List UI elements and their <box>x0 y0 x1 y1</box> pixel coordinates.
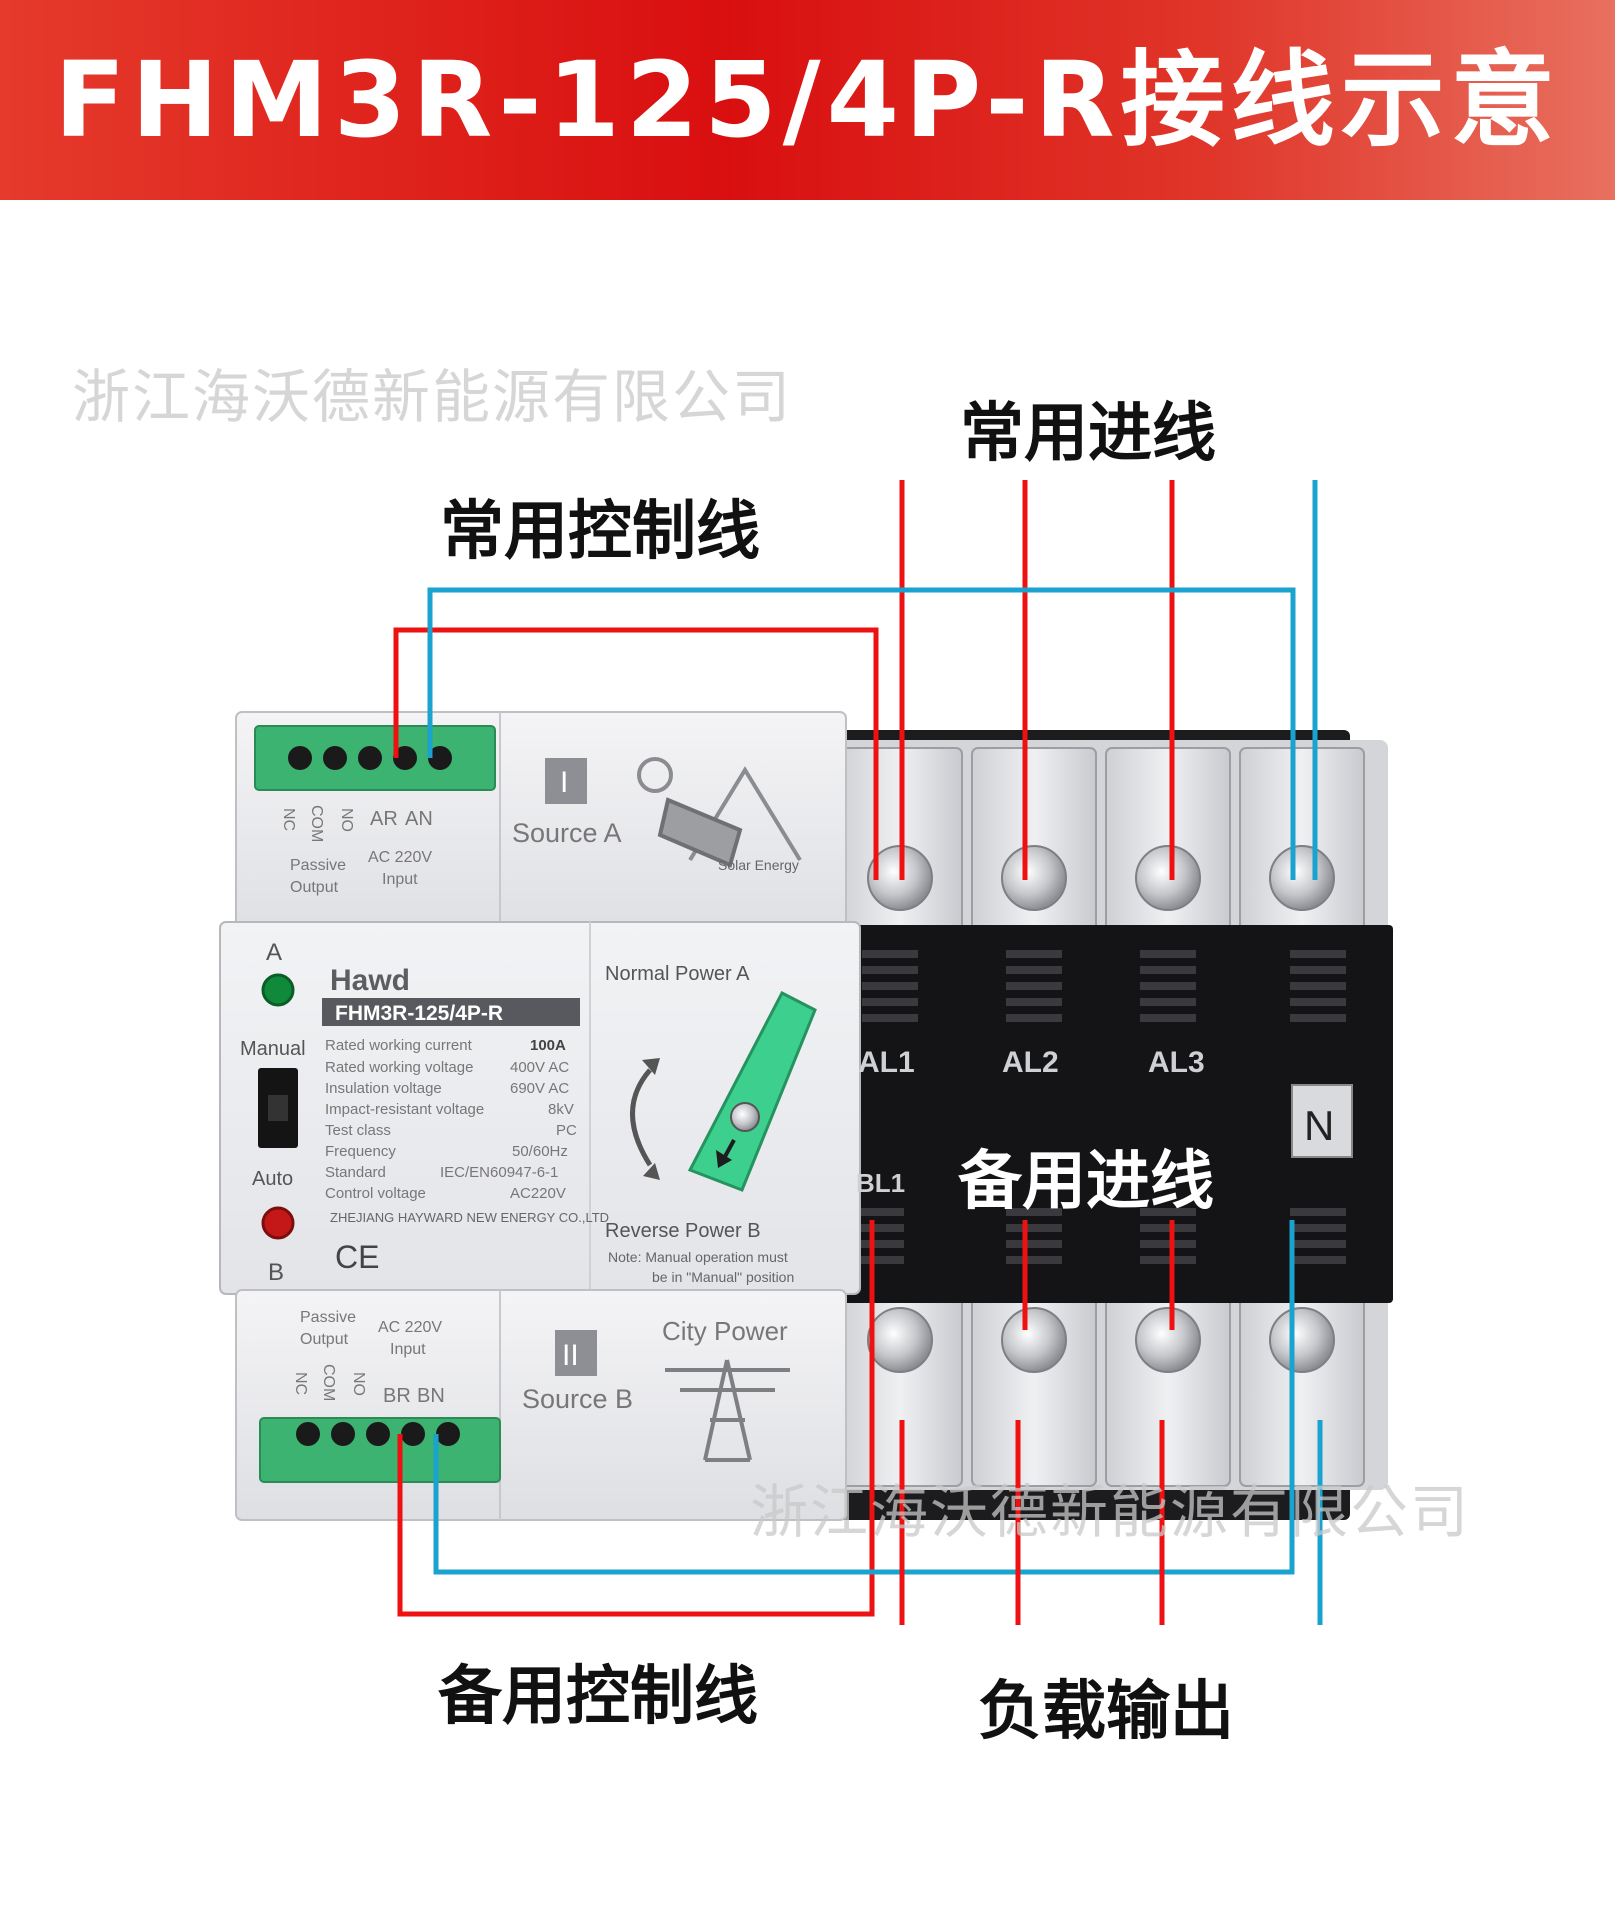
reverse-power-label: Reverse Power B <box>605 1220 761 1242</box>
indicator-a-led <box>261 973 295 1007</box>
spec-value: 100A <box>530 1037 566 1054</box>
spec-key: Impact-resistant voltage <box>325 1101 484 1118</box>
wire-control-br <box>397 1220 875 1617</box>
spec-key: Rated working voltage <box>325 1059 473 1076</box>
solar-house-icon <box>637 757 802 868</box>
bottom-bn-label: BN <box>417 1385 445 1407</box>
brand-logo: Hawd <box>330 964 410 997</box>
city-power-label: City Power <box>662 1316 788 1346</box>
watermark-bottom: 浙江海沃德新能源有限公司 <box>750 1478 1471 1546</box>
indicator-b-label: B <box>268 1259 284 1286</box>
solar-energy-label: Solar Energy <box>718 857 799 873</box>
terminal-bl1-label: BL1 <box>856 1168 905 1198</box>
switch-handle[interactable] <box>687 990 817 1192</box>
roman-one-badge <box>545 758 587 804</box>
wire-control-ar <box>393 627 879 880</box>
indicator-b-led <box>261 1206 295 1240</box>
roman-two-badge <box>555 1330 597 1376</box>
terminal-al3-label: AL3 <box>1148 1046 1205 1079</box>
spec-value: 690V AC <box>510 1080 569 1097</box>
wire-control-an <box>427 587 1296 880</box>
bottom-no-label: NO <box>350 1372 367 1396</box>
bottom-ac-label: AC 220V <box>378 1319 442 1336</box>
top-nc-label: NC <box>280 808 297 831</box>
spec-key: Rated working current <box>325 1037 473 1054</box>
power-tower-icon <box>665 1359 790 1462</box>
neutral-badge <box>1291 1084 1353 1158</box>
model-plate <box>322 998 580 1026</box>
vent-slots <box>848 950 1346 1264</box>
bottom-br-label: BR <box>383 1385 411 1407</box>
bottom-passive-label: Passive <box>300 1309 356 1326</box>
source-a-label: Source A <box>512 818 622 848</box>
bottom-input-label: Input <box>390 1341 426 1358</box>
watermark-top: 浙江海沃德新能源有限公司 <box>72 363 793 431</box>
top-roman-label: I <box>560 766 568 799</box>
model-label: FHM3R-125/4P-R <box>335 1002 503 1025</box>
header-banner <box>0 0 1615 200</box>
bottom-terminal-screws <box>296 1422 460 1446</box>
page-title: FHM3R-125/4P-R接线示意图 <box>54 39 1561 361</box>
lower-terminal-covers <box>828 1290 1388 1490</box>
manual-label: Manual <box>240 1038 306 1060</box>
top-no-label: NO <box>338 808 355 832</box>
top-ar-label: AR <box>370 808 398 830</box>
spec-value: AC220V <box>510 1185 566 1202</box>
bottom-nc-label: NC <box>292 1372 309 1395</box>
top-ac-label: AC 220V <box>368 849 432 866</box>
spec-value: 400V AC <box>510 1059 569 1076</box>
bottom-com-label: COM <box>320 1364 337 1401</box>
note-line-2: be in "Manual" position <box>652 1269 794 1285</box>
source-b-label: Source B <box>522 1384 633 1414</box>
auto-label: Auto <box>252 1168 293 1190</box>
indicator-a-label: A <box>266 939 282 966</box>
terminal-al1-label: AL1 <box>858 1046 915 1079</box>
label-load-output: 负载输出 <box>978 1675 1234 1749</box>
spec-value: 8kV <box>548 1101 574 1118</box>
spec-key: Control voltage <box>325 1185 426 1202</box>
wire-control-bn <box>433 1220 1295 1575</box>
spec-value: PC <box>556 1122 577 1139</box>
terminal-al2-label: AL2 <box>1002 1046 1059 1079</box>
label-backup-control: 备用控制线 <box>438 1660 758 1734</box>
spec-value: 50/60Hz <box>512 1143 568 1160</box>
label-normal-control: 常用控制线 <box>440 495 760 569</box>
top-passive-label: Passive <box>290 857 346 874</box>
terminal-face <box>818 925 1393 1303</box>
label-normal-incoming: 常用进线 <box>960 397 1216 471</box>
rotate-arrow-icon <box>630 1068 653 1167</box>
bottom-output-label: Output <box>300 1331 349 1348</box>
spec-key: Insulation voltage <box>325 1080 442 1097</box>
top-output-label: Output <box>290 879 339 896</box>
note-line-1: Note: Manual operation must <box>608 1249 788 1265</box>
top-com-label: COM <box>308 805 325 842</box>
spec-key: Test class <box>325 1122 391 1139</box>
label-backup-incoming: 备用进线 <box>958 1145 1214 1219</box>
normal-power-label: Normal Power A <box>605 963 750 985</box>
spec-key: Frequency <box>325 1143 396 1160</box>
bottom-roman-label: II <box>562 1339 579 1372</box>
spec-key: Standard <box>325 1164 386 1181</box>
spec-value: IEC/EN60947-6-1 <box>440 1164 558 1181</box>
top-input-label: Input <box>382 871 418 888</box>
manufacturer-label: ZHEJIANG HAYWARD NEW ENERGY CO.,LTD <box>330 1210 609 1225</box>
device-text: Hawd FHM3R-125/4P-R A B Manual Auto CE N… <box>240 766 1334 1414</box>
ce-mark: CE <box>335 1239 379 1275</box>
terminal-n-label: N <box>1304 1102 1334 1149</box>
top-terminal-screws <box>288 746 452 770</box>
wires <box>393 480 1323 1625</box>
top-an-label: AN <box>405 808 433 830</box>
upper-terminal-covers <box>828 740 1388 940</box>
